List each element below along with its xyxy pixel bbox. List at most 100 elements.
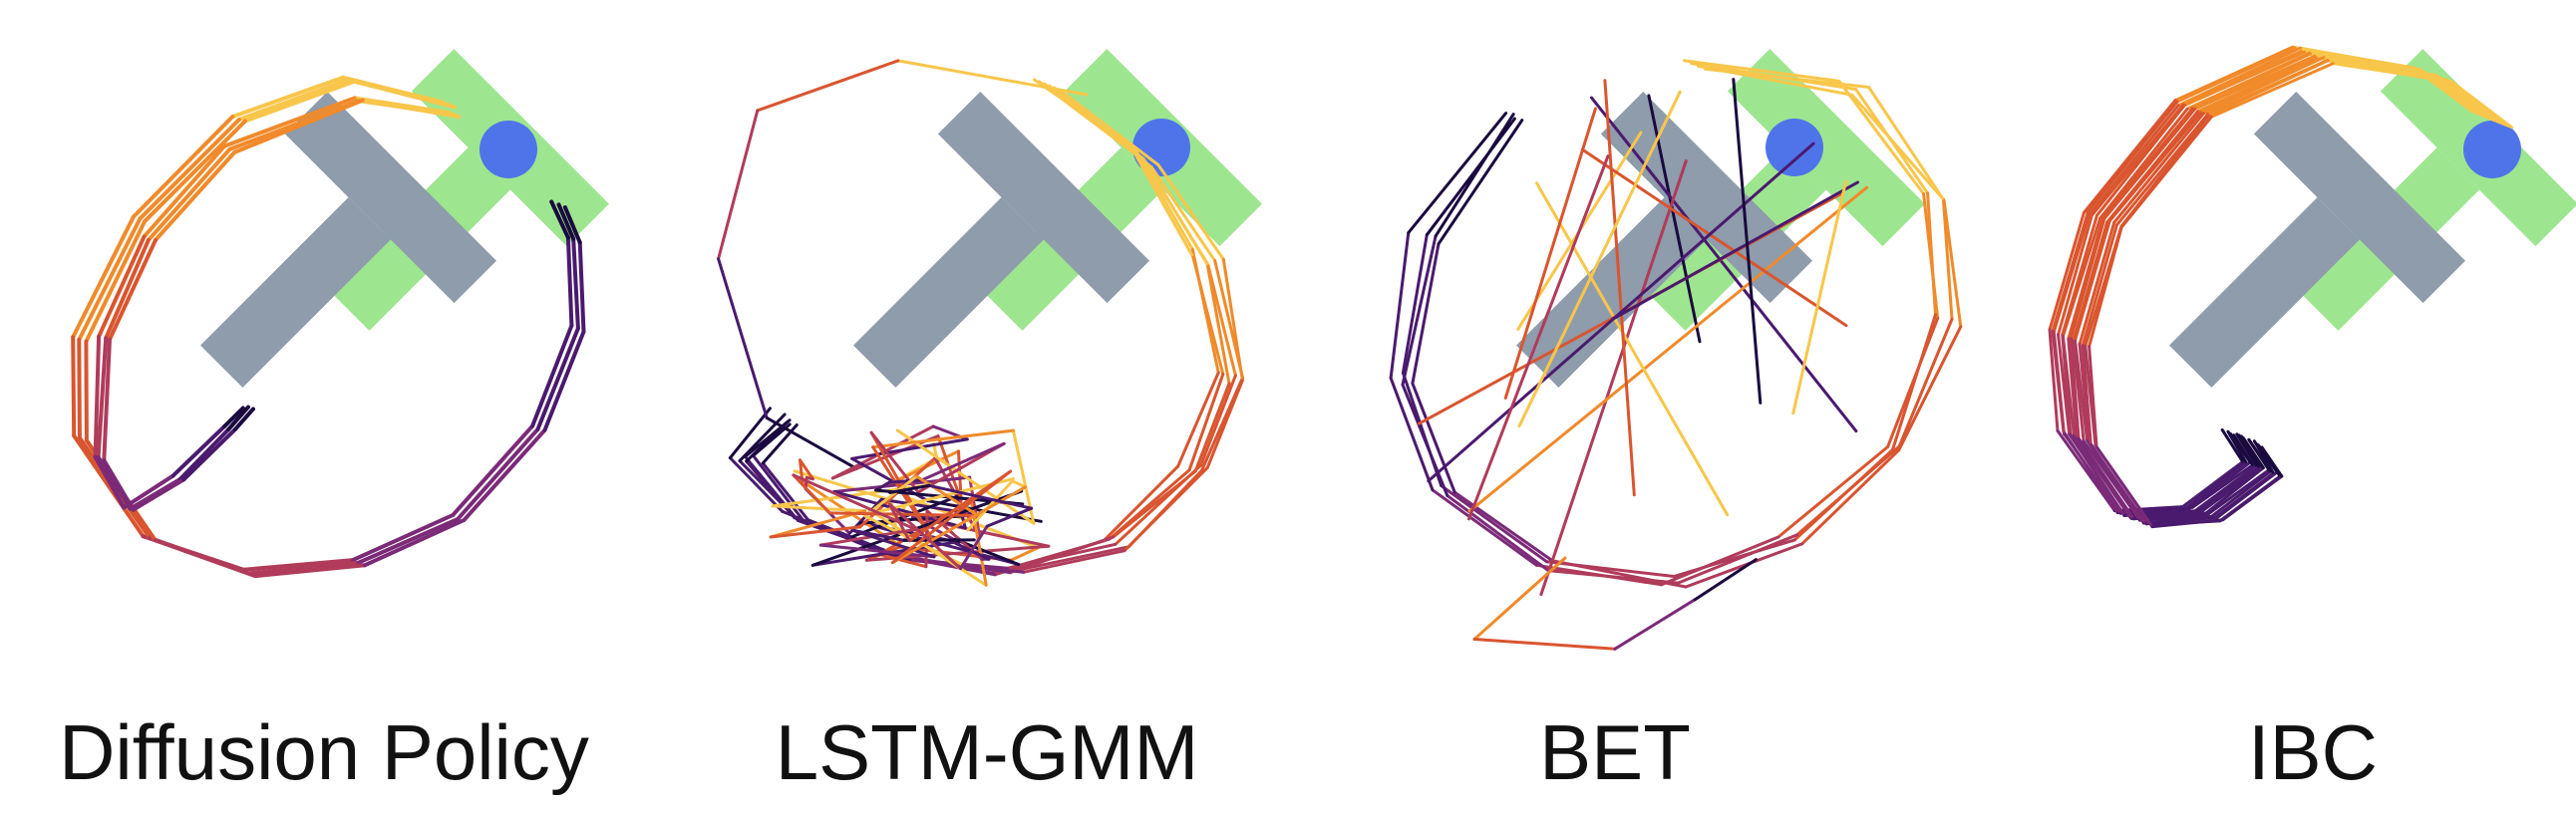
trajectory-segment (2088, 345, 2098, 449)
trajectory-segment (959, 524, 989, 571)
trajectory-segment (84, 219, 148, 344)
trajectory-segment (1550, 559, 1688, 589)
trajectory-segment (1058, 88, 1160, 167)
trajectory-segment (2182, 50, 2306, 108)
trajectory-segment (241, 558, 355, 572)
trajectory-segment (2061, 334, 2076, 437)
trajectory-segment (2221, 474, 2284, 522)
trajectory-segment (97, 234, 147, 339)
trajectory-segment (1187, 373, 1225, 472)
trajectory-segment (153, 538, 257, 579)
trajectory-segment (2089, 442, 2148, 526)
trajectory-segment (769, 509, 867, 539)
trajectory-layer (71, 75, 586, 579)
trajectory-segment (1503, 107, 1597, 400)
trajectory-segment (1684, 542, 1804, 589)
trajectory-segment (2081, 344, 2093, 446)
trajectory-segment (1472, 556, 1567, 641)
trajectory-segment (1535, 181, 1730, 517)
agent-dot (480, 121, 537, 178)
trajectory-segment (2190, 463, 2255, 509)
trajectory-segment (2150, 518, 2225, 529)
trajectory-segment (2196, 56, 2319, 114)
trajectory-segment (2119, 115, 2213, 229)
trajectory-segment (1221, 257, 1244, 383)
trajectory-segment (1191, 255, 1225, 376)
trajectory-layer (2048, 45, 2513, 529)
trajectory-segment (1389, 376, 1435, 492)
trajectory-segment (242, 79, 357, 124)
trajectory-segment (1659, 535, 1780, 587)
trajectory-segment (360, 98, 461, 119)
trajectory-segment (138, 118, 241, 221)
trajectory-segment (542, 329, 586, 432)
trajectory-segment (352, 79, 457, 110)
trajectory-segment (549, 199, 570, 240)
trajectory-segment (122, 473, 175, 510)
trajectory-segment (2098, 107, 2189, 220)
trajectory-segment (902, 538, 976, 542)
panel-ibc (2048, 45, 2576, 529)
trajectory-segment (1133, 152, 1195, 259)
trajectory-segment (93, 334, 102, 459)
trajectory-segment (1941, 197, 1954, 321)
trajectory-segment (2067, 337, 2079, 439)
trajectory-segment (916, 441, 1006, 494)
trajectory-segment (1114, 463, 1203, 546)
trajectory-segment (761, 461, 810, 522)
panel-label-diffusion-policy: Diffusion Policy (59, 708, 589, 796)
trajectory-segment (1580, 147, 1848, 328)
trajectory-segment (756, 59, 900, 113)
trajectory-segment (2241, 436, 2265, 470)
trajectory-segment (887, 502, 911, 543)
trajectory-segment (2101, 107, 2194, 219)
trajectory-segment (1683, 59, 1841, 83)
trajectory-segment (1795, 444, 1901, 537)
t-block-gray (200, 92, 496, 388)
trajectory-segment (1123, 465, 1209, 553)
trajectory-segment (717, 257, 769, 419)
trajectory-segment (2260, 445, 2284, 478)
trajectory-segment (896, 59, 1089, 97)
trajectory-segment (2181, 459, 2245, 509)
trajectory-segment (2102, 107, 2197, 221)
trajectory-segment (1467, 185, 1869, 513)
trajectory-segment (2081, 223, 2118, 348)
trajectory-segment (2087, 100, 2179, 213)
trajectory-segment (1141, 156, 1210, 268)
trajectory-segment (2232, 433, 2255, 467)
trajectory-segment (2137, 515, 2213, 522)
panel-label-ibc: IBC (2247, 708, 2379, 796)
trajectory-segment (850, 437, 969, 460)
trajectory-segment (2193, 463, 2258, 513)
trajectory-segment (232, 407, 255, 431)
trajectory-segment (1401, 234, 1438, 387)
trajectory-segment (2209, 62, 2335, 119)
trajectory-segment (146, 146, 232, 242)
trajectory-segment (1193, 382, 1231, 473)
trajectory-segment (131, 115, 235, 219)
trajectory-segment (1517, 90, 1682, 428)
trajectory-segment (1440, 484, 1548, 564)
trajectory-segment (1791, 179, 1848, 415)
trajectory-segment (577, 240, 586, 334)
trajectory-segment (451, 423, 535, 517)
trajectory-segment (226, 405, 250, 431)
trajectory-segment (128, 477, 182, 511)
trajectory-segment (362, 517, 467, 568)
trajectory-segment (1206, 264, 1237, 378)
trajectory-segment (356, 516, 461, 565)
trajectory-segment (2072, 340, 2086, 443)
trajectory-segment (2074, 339, 2090, 442)
trajectory-segment (907, 469, 1013, 543)
trajectory-segment (2070, 217, 2106, 341)
trajectory-segment (851, 528, 906, 542)
trajectory-segment (1411, 382, 1456, 494)
trajectory-segment (2190, 52, 2312, 111)
trajectory-segment (143, 119, 247, 224)
trajectory-segment (745, 459, 797, 520)
trajectory-segment (96, 336, 109, 459)
agent-dot (1766, 119, 1823, 176)
trajectory-layer (1389, 59, 1963, 651)
